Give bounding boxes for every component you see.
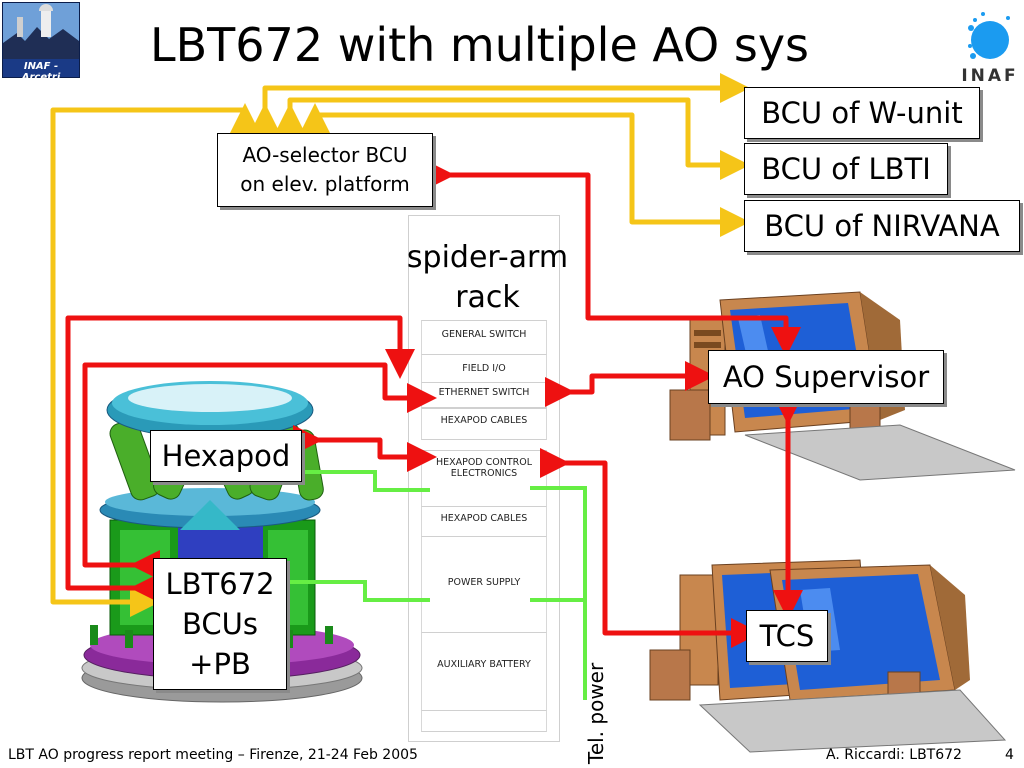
inaf-logo-icon xyxy=(968,12,1010,59)
inaf-arcetri-logo: INAF - Arcetri xyxy=(2,2,80,83)
page-number: 4 xyxy=(1005,747,1014,763)
ao-selector-box: AO-selector BCU on elev. platform xyxy=(217,133,433,207)
footer-left: LBT AO progress report meeting – Firenze… xyxy=(8,747,418,763)
bcu-nirvana-box: BCU of NIRVANA xyxy=(744,200,1020,252)
shelf-label: HEXAPOD CABLES xyxy=(440,513,528,524)
rack-shelf-bottom xyxy=(421,710,547,732)
bcu-nirvana-label: BCU of NIRVANA xyxy=(764,209,1000,243)
footer-right: A. Riccardi: LBT672 xyxy=(826,747,962,763)
rack-shelf-hexapod-control-electronics: HEXAPOD CONTROL ELECTRONICS xyxy=(421,450,547,508)
logo-left-text: INAF - Arcetri xyxy=(21,61,61,83)
rack-shelf-hexapod-cables-2: HEXAPOD CABLES xyxy=(421,506,547,538)
red-link-lbt672-ethernet xyxy=(82,362,437,580)
tcs-label: TCS xyxy=(759,619,815,653)
observatory-icon xyxy=(3,3,79,59)
shelf-label: FIELD I/O xyxy=(462,363,506,374)
shelf-label: HEXAPOD CABLES xyxy=(440,415,528,426)
ao-supervisor-label: AO Supervisor xyxy=(722,360,930,394)
ao-supervisor-box: AO Supervisor xyxy=(708,350,944,404)
tcs-box: TCS xyxy=(746,610,828,662)
shelf-label: POWER SUPPLY xyxy=(447,577,521,588)
yellow-link-lbt672 xyxy=(50,103,260,617)
ao-selector-label: AO-selector BCU on elev. platform xyxy=(240,143,410,196)
red-link-lbt672-fieldio xyxy=(65,315,415,603)
bcu-wunit-label: BCU of W-unit xyxy=(761,96,963,130)
lbt672-box: LBT672 BCUs +PB xyxy=(153,558,287,690)
inaf-logo: INAF xyxy=(958,0,1022,90)
rack-shelf-hexapod-cables: HEXAPOD CABLES xyxy=(421,408,547,440)
red-link-selector-supervisor xyxy=(425,160,801,357)
rack-shelf-ethernet-switch: ETHERNET SWITCH xyxy=(421,382,547,408)
shelf-label: AUXILIARY BATTERY xyxy=(437,659,531,670)
lbt672-label: LBT672 BCUs +PB xyxy=(165,567,275,681)
red-link-ethernet-supervisor xyxy=(545,361,715,407)
green-power-lbt672 xyxy=(285,580,430,602)
logo-right-text: INAF xyxy=(961,66,1019,86)
slide-title: LBT672 with multiple AO sys xyxy=(150,18,810,72)
hexapod-label: Hexapod xyxy=(161,439,291,473)
red-link-hexapod-control xyxy=(293,425,437,472)
bcu-wunit-box: BCU of W-unit xyxy=(744,87,980,139)
bcu-lbti-label: BCU of LBTI xyxy=(761,152,931,186)
yellow-link-wunit xyxy=(250,73,750,133)
tel-power-label: Tel. power xyxy=(584,662,608,764)
green-power-tel xyxy=(530,486,587,700)
red-link-control-tcs xyxy=(540,448,761,648)
shelf-label: ETHERNET SWITCH xyxy=(438,387,530,398)
bcu-lbti-box: BCU of LBTI xyxy=(744,143,948,195)
hexapod-box: Hexapod xyxy=(150,430,302,482)
shelf-label: HEXAPOD CONTROL ELECTRONICS xyxy=(435,457,533,479)
green-power-hexapod xyxy=(300,470,430,492)
